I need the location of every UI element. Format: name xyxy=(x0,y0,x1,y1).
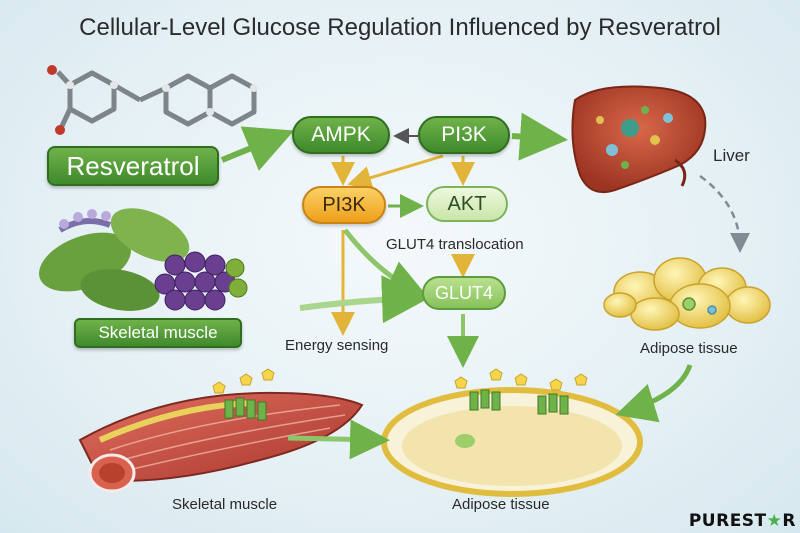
skeletal-muscle-bottom-label: Skeletal muscle xyxy=(172,496,278,513)
energy-sensing-label: Energy sensing xyxy=(285,337,389,354)
brand-logo: PUREST★R xyxy=(688,511,796,531)
pi3k-mid-node: PI3K xyxy=(302,186,386,224)
arrow-adipose-cell xyxy=(615,364,693,423)
akt-node: AKT xyxy=(426,186,508,222)
star-icon: ★ xyxy=(766,511,783,531)
skeletal-muscle-badge: Skeletal muscle xyxy=(74,318,242,348)
adipose-cell-tissue-icon xyxy=(381,368,643,497)
glut4-translocation-label: GLUT4 translocation xyxy=(386,236,524,253)
adipose-cluster-icon xyxy=(603,257,771,331)
adipose-tissue-bottom-label: Adipose tissue xyxy=(452,496,550,513)
resveratrol-node: Resveratrol xyxy=(47,146,219,186)
page-title: Cellular-Level Glucose Regulation Influe… xyxy=(79,14,721,41)
arrow-pi3k-liver xyxy=(511,112,568,161)
arrow-muscle-glut4 xyxy=(299,275,430,324)
pathway-arrows xyxy=(220,112,750,460)
arrow-resveratrol-ampk xyxy=(220,126,295,171)
grapes-leaves-icon xyxy=(39,208,248,311)
arrow-liver-adipose xyxy=(699,174,750,253)
pi3k-top-node: PI3K xyxy=(418,116,510,154)
skeletal-muscle-tissue-icon xyxy=(78,368,364,493)
adipose-tissue-right-label: Adipose tissue xyxy=(640,340,738,357)
liver-label: Liver xyxy=(713,146,750,165)
glut4-node: GLUT4 xyxy=(422,276,506,310)
liver-icon xyxy=(571,85,707,194)
ampk-node: AMPK xyxy=(292,116,390,154)
arrow-pi3k-pi3k xyxy=(347,154,444,190)
arrow-muscle-adipose xyxy=(287,419,390,460)
resveratrol-molecule-icon xyxy=(47,65,258,135)
